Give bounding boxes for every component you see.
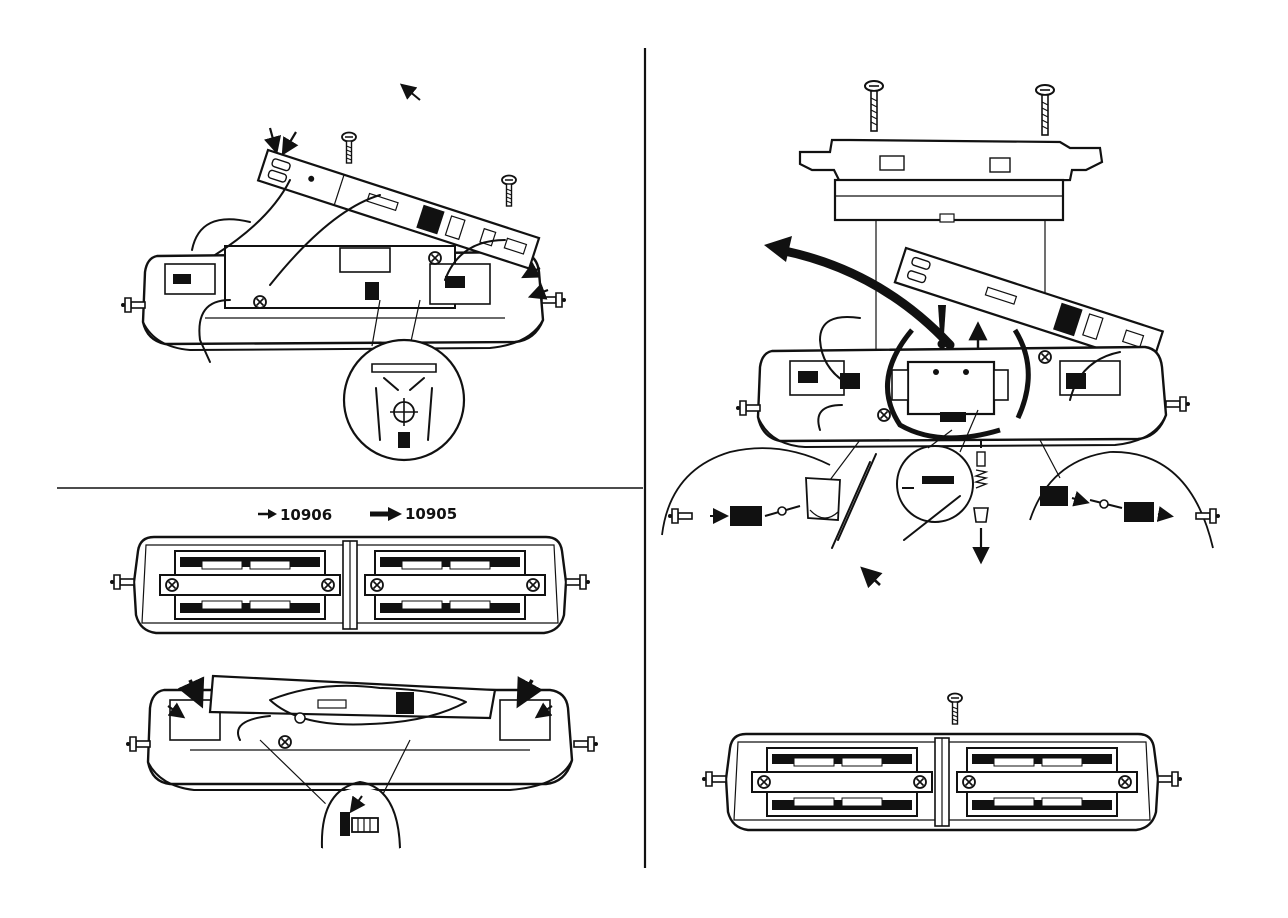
legend-large-arrow: 10905 [370,505,457,523]
panel-bogie-variants: 10906 10905 [110,505,598,848]
warning-exclamation-icon [938,305,947,349]
part-number-10905: 10905 [405,505,457,523]
panel-motor-removal [662,81,1220,585]
panel-reassembly [702,694,1182,831]
legend-small-arrow: 10906 [258,506,332,524]
part-number-10906: 10906 [280,506,332,524]
panel-remove-circuit-board [121,86,566,460]
